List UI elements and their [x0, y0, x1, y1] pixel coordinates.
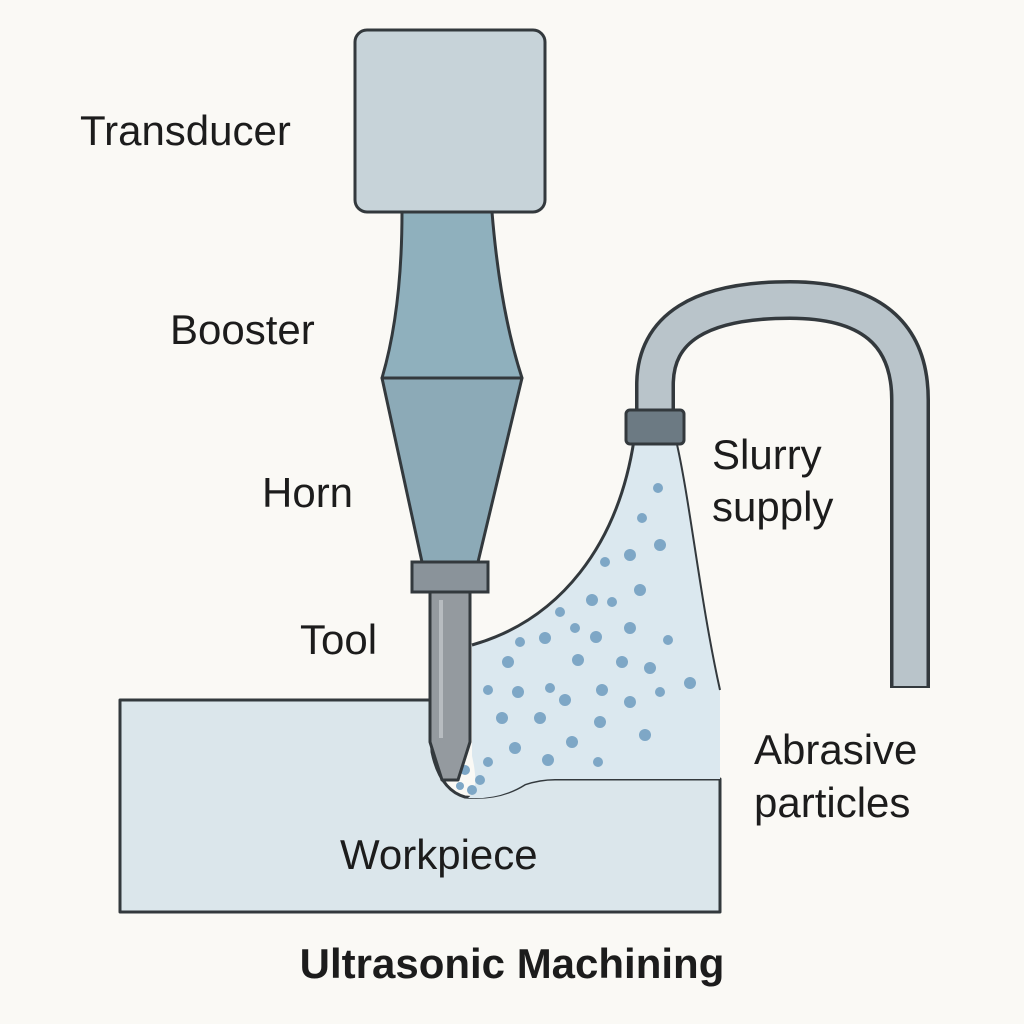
abrasive-particle — [509, 742, 521, 754]
slurry-spray-edge-right — [675, 439, 721, 691]
abrasive-particle — [593, 757, 603, 767]
abrasive-particle — [456, 782, 464, 790]
horn-collar — [410, 560, 490, 594]
label-slurry-supply-line1: Slurry — [712, 431, 822, 478]
abrasive-particle — [590, 631, 602, 643]
label-tool: Tool — [300, 616, 378, 663]
label-horn: Horn — [262, 469, 354, 516]
abrasive-particle — [467, 785, 477, 795]
abrasive-particle — [596, 684, 608, 696]
abrasive-particle — [644, 662, 656, 674]
abrasive-particle — [639, 729, 651, 741]
label-slurry-supply-line2: supply — [712, 483, 834, 530]
abrasive-particle — [663, 635, 673, 645]
label-workpiece: Workpiece — [340, 831, 538, 878]
transducer — [353, 28, 547, 214]
abrasive-particle — [653, 483, 663, 493]
abrasive-particle — [586, 594, 598, 606]
abrasive-particle — [624, 549, 636, 561]
abrasive-particle — [607, 597, 617, 607]
abrasive-particle — [624, 622, 636, 634]
abrasive-particle — [634, 584, 646, 596]
abrasive-particle — [600, 557, 610, 567]
slurry-spray — [468, 440, 720, 799]
slurry-pipe-fill — [638, 283, 927, 686]
abrasive-particle — [654, 539, 666, 551]
abrasive-particle — [502, 656, 514, 668]
horn — [380, 376, 524, 564]
slurry-spray-edge — [471, 439, 636, 647]
abrasive-particle — [475, 775, 485, 785]
abrasive-particle — [616, 656, 628, 668]
abrasive-particle — [555, 607, 565, 617]
abrasive-particle — [624, 696, 636, 708]
abrasive-particle — [570, 623, 580, 633]
abrasive-particle — [545, 683, 555, 693]
abrasive-particle — [637, 513, 647, 523]
abrasive-particle — [559, 694, 571, 706]
abrasive-particle — [539, 632, 551, 644]
abrasive-particle — [512, 686, 524, 698]
abrasive-particle — [655, 687, 665, 697]
abrasive-particle — [483, 685, 493, 695]
abrasive-particles — [456, 483, 696, 795]
label-abrasive-line2: particles — [754, 779, 911, 826]
abrasive-particle — [572, 654, 584, 666]
abrasive-particle — [684, 677, 696, 689]
abrasive-particle — [542, 754, 554, 766]
slurry-nozzle — [624, 408, 686, 446]
abrasive-particle — [566, 736, 578, 748]
abrasive-particle — [483, 757, 493, 767]
abrasive-particle — [496, 712, 508, 724]
abrasive-particle — [594, 716, 606, 728]
diagram-title: Ultrasonic Machining — [299, 940, 725, 987]
booster — [380, 210, 524, 380]
tool — [428, 590, 472, 782]
label-abrasive-line1: Abrasive — [754, 726, 918, 773]
label-booster: Booster — [170, 306, 315, 353]
abrasive-particle — [515, 637, 525, 647]
abrasive-particle — [534, 712, 546, 724]
label-transducer: Transducer — [80, 107, 291, 154]
